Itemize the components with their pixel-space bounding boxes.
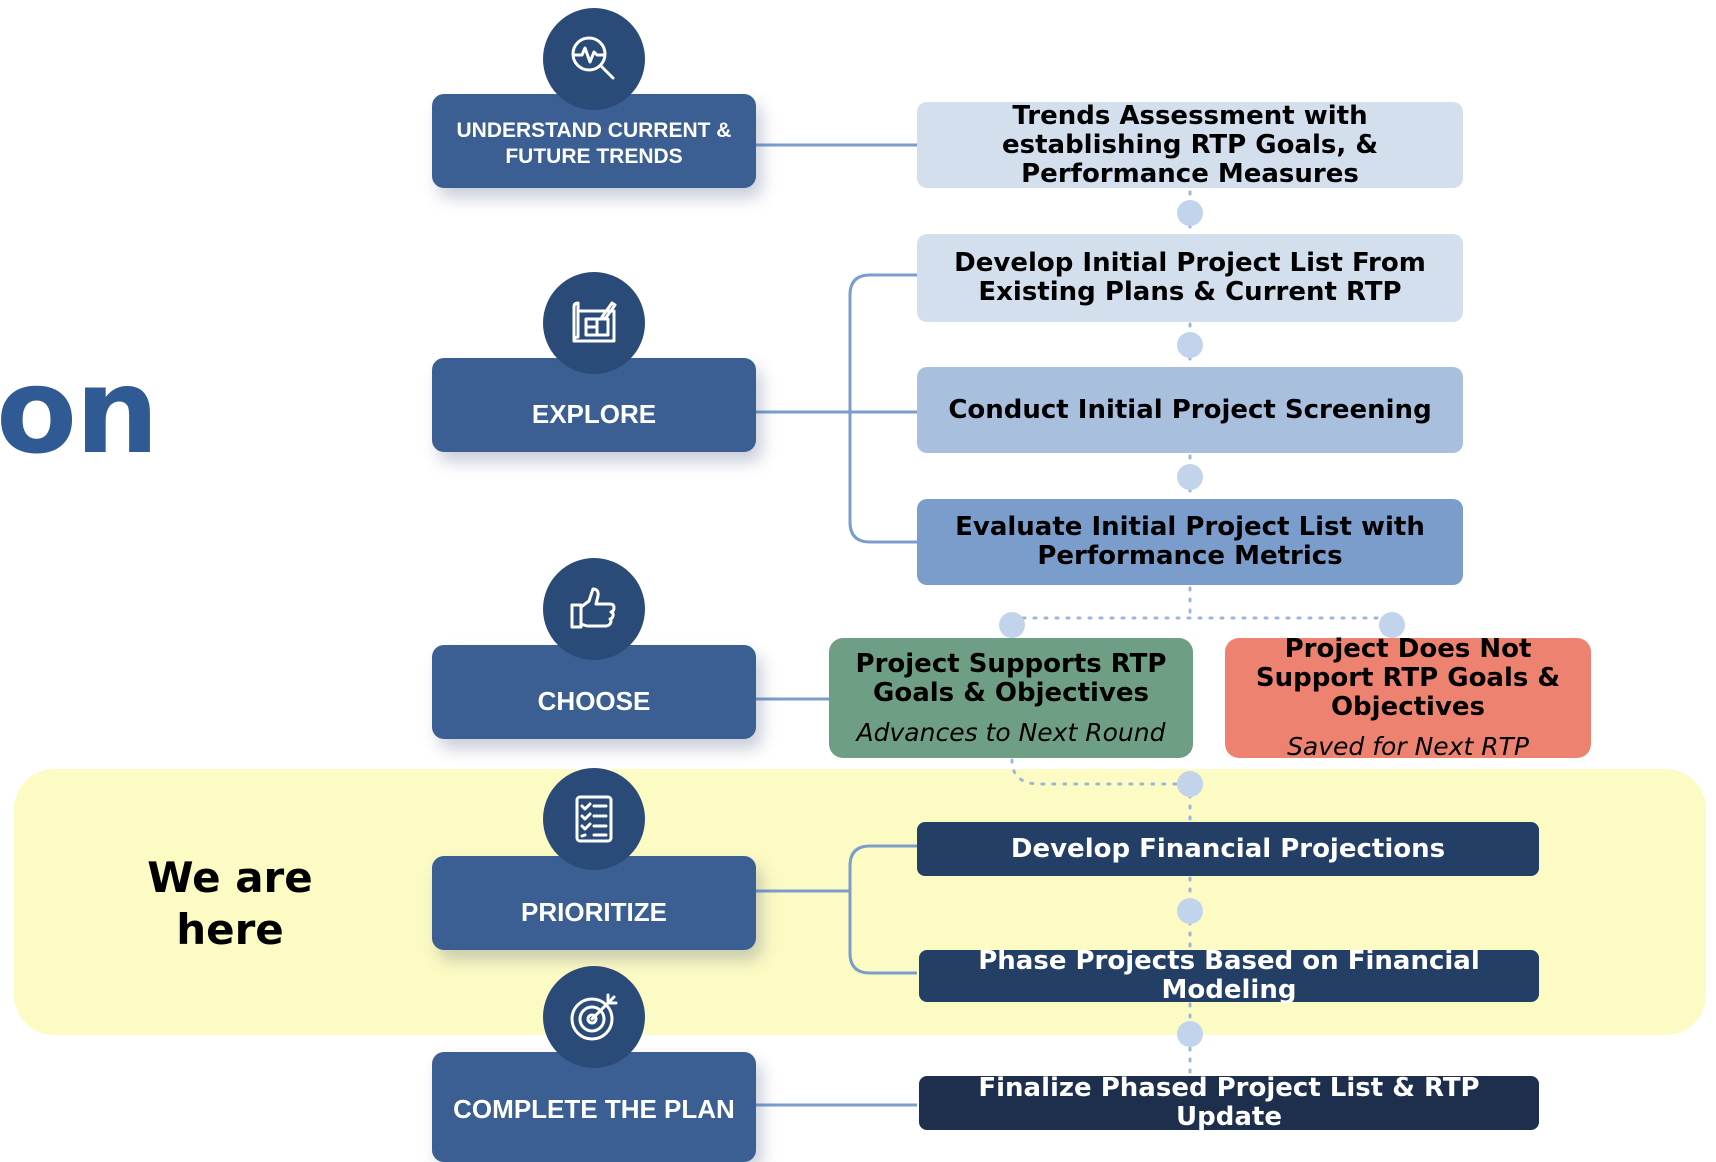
flow-dot [1177, 200, 1203, 226]
flow-dot [1379, 612, 1405, 638]
stage-complete-plan: COMPLETE THE PLAN [432, 1052, 756, 1162]
flow-dot [1177, 898, 1203, 924]
stage-label: UNDERSTAND CURRENT & FUTURE TRENDS [456, 119, 732, 168]
connector-explore-bracket [848, 273, 917, 544]
we-are-here-label: We are here [147, 853, 313, 954]
checklist-icon [543, 768, 645, 870]
flow-dot [1177, 1021, 1203, 1047]
partial-title: on [0, 342, 159, 480]
step-phase-projects: Phase Projects Based on Financial Modeli… [919, 947, 1539, 1005]
step-financial-projections: Develop Financial Projections [917, 822, 1539, 876]
stage-understand-trends: UNDERSTAND CURRENT & FUTURE TRENDS [432, 94, 756, 188]
stage-label: PRIORITIZE [521, 897, 667, 927]
stage-label: EXPLORE [531, 399, 657, 429]
flow-connectors [756, 143, 1405, 1107]
flow-dot [1177, 771, 1203, 797]
step-initial-screening: Conduct Initial Project Screening [917, 367, 1463, 453]
step-develop-initial-list: Develop Initial Project List From Existi… [917, 234, 1463, 322]
flow-dot [999, 612, 1025, 638]
thumbs-up-icon [543, 558, 645, 660]
step-trends-assessment: Trends Assessment with establishing RTP … [917, 101, 1463, 188]
stage-label: CHOOSE [537, 686, 651, 716]
decision-not-supports-goals: Project Does Not Support RTP Goals & Obj… [1225, 635, 1591, 761]
flow-dot [1177, 332, 1203, 358]
connector-prioritize-bracket [848, 844, 917, 975]
step-finalize-list: Finalize Phased Project List & RTP Updat… [919, 1074, 1539, 1132]
magnifier-pulse-icon [543, 8, 645, 110]
stage-choose: CHOOSE [432, 645, 756, 739]
flow-dot [1177, 464, 1203, 490]
decision-supports-goals: Project Supports RTP Goals & Objectives … [829, 638, 1193, 758]
stage-label: COMPLETE THE PLAN [453, 1094, 735, 1124]
blueprint-pencil-icon [543, 272, 645, 374]
stage-prioritize: PRIORITIZE [432, 856, 756, 950]
step-evaluate-list: Evaluate Initial Project List with Perfo… [917, 499, 1463, 585]
target-arrow-icon [543, 966, 645, 1068]
